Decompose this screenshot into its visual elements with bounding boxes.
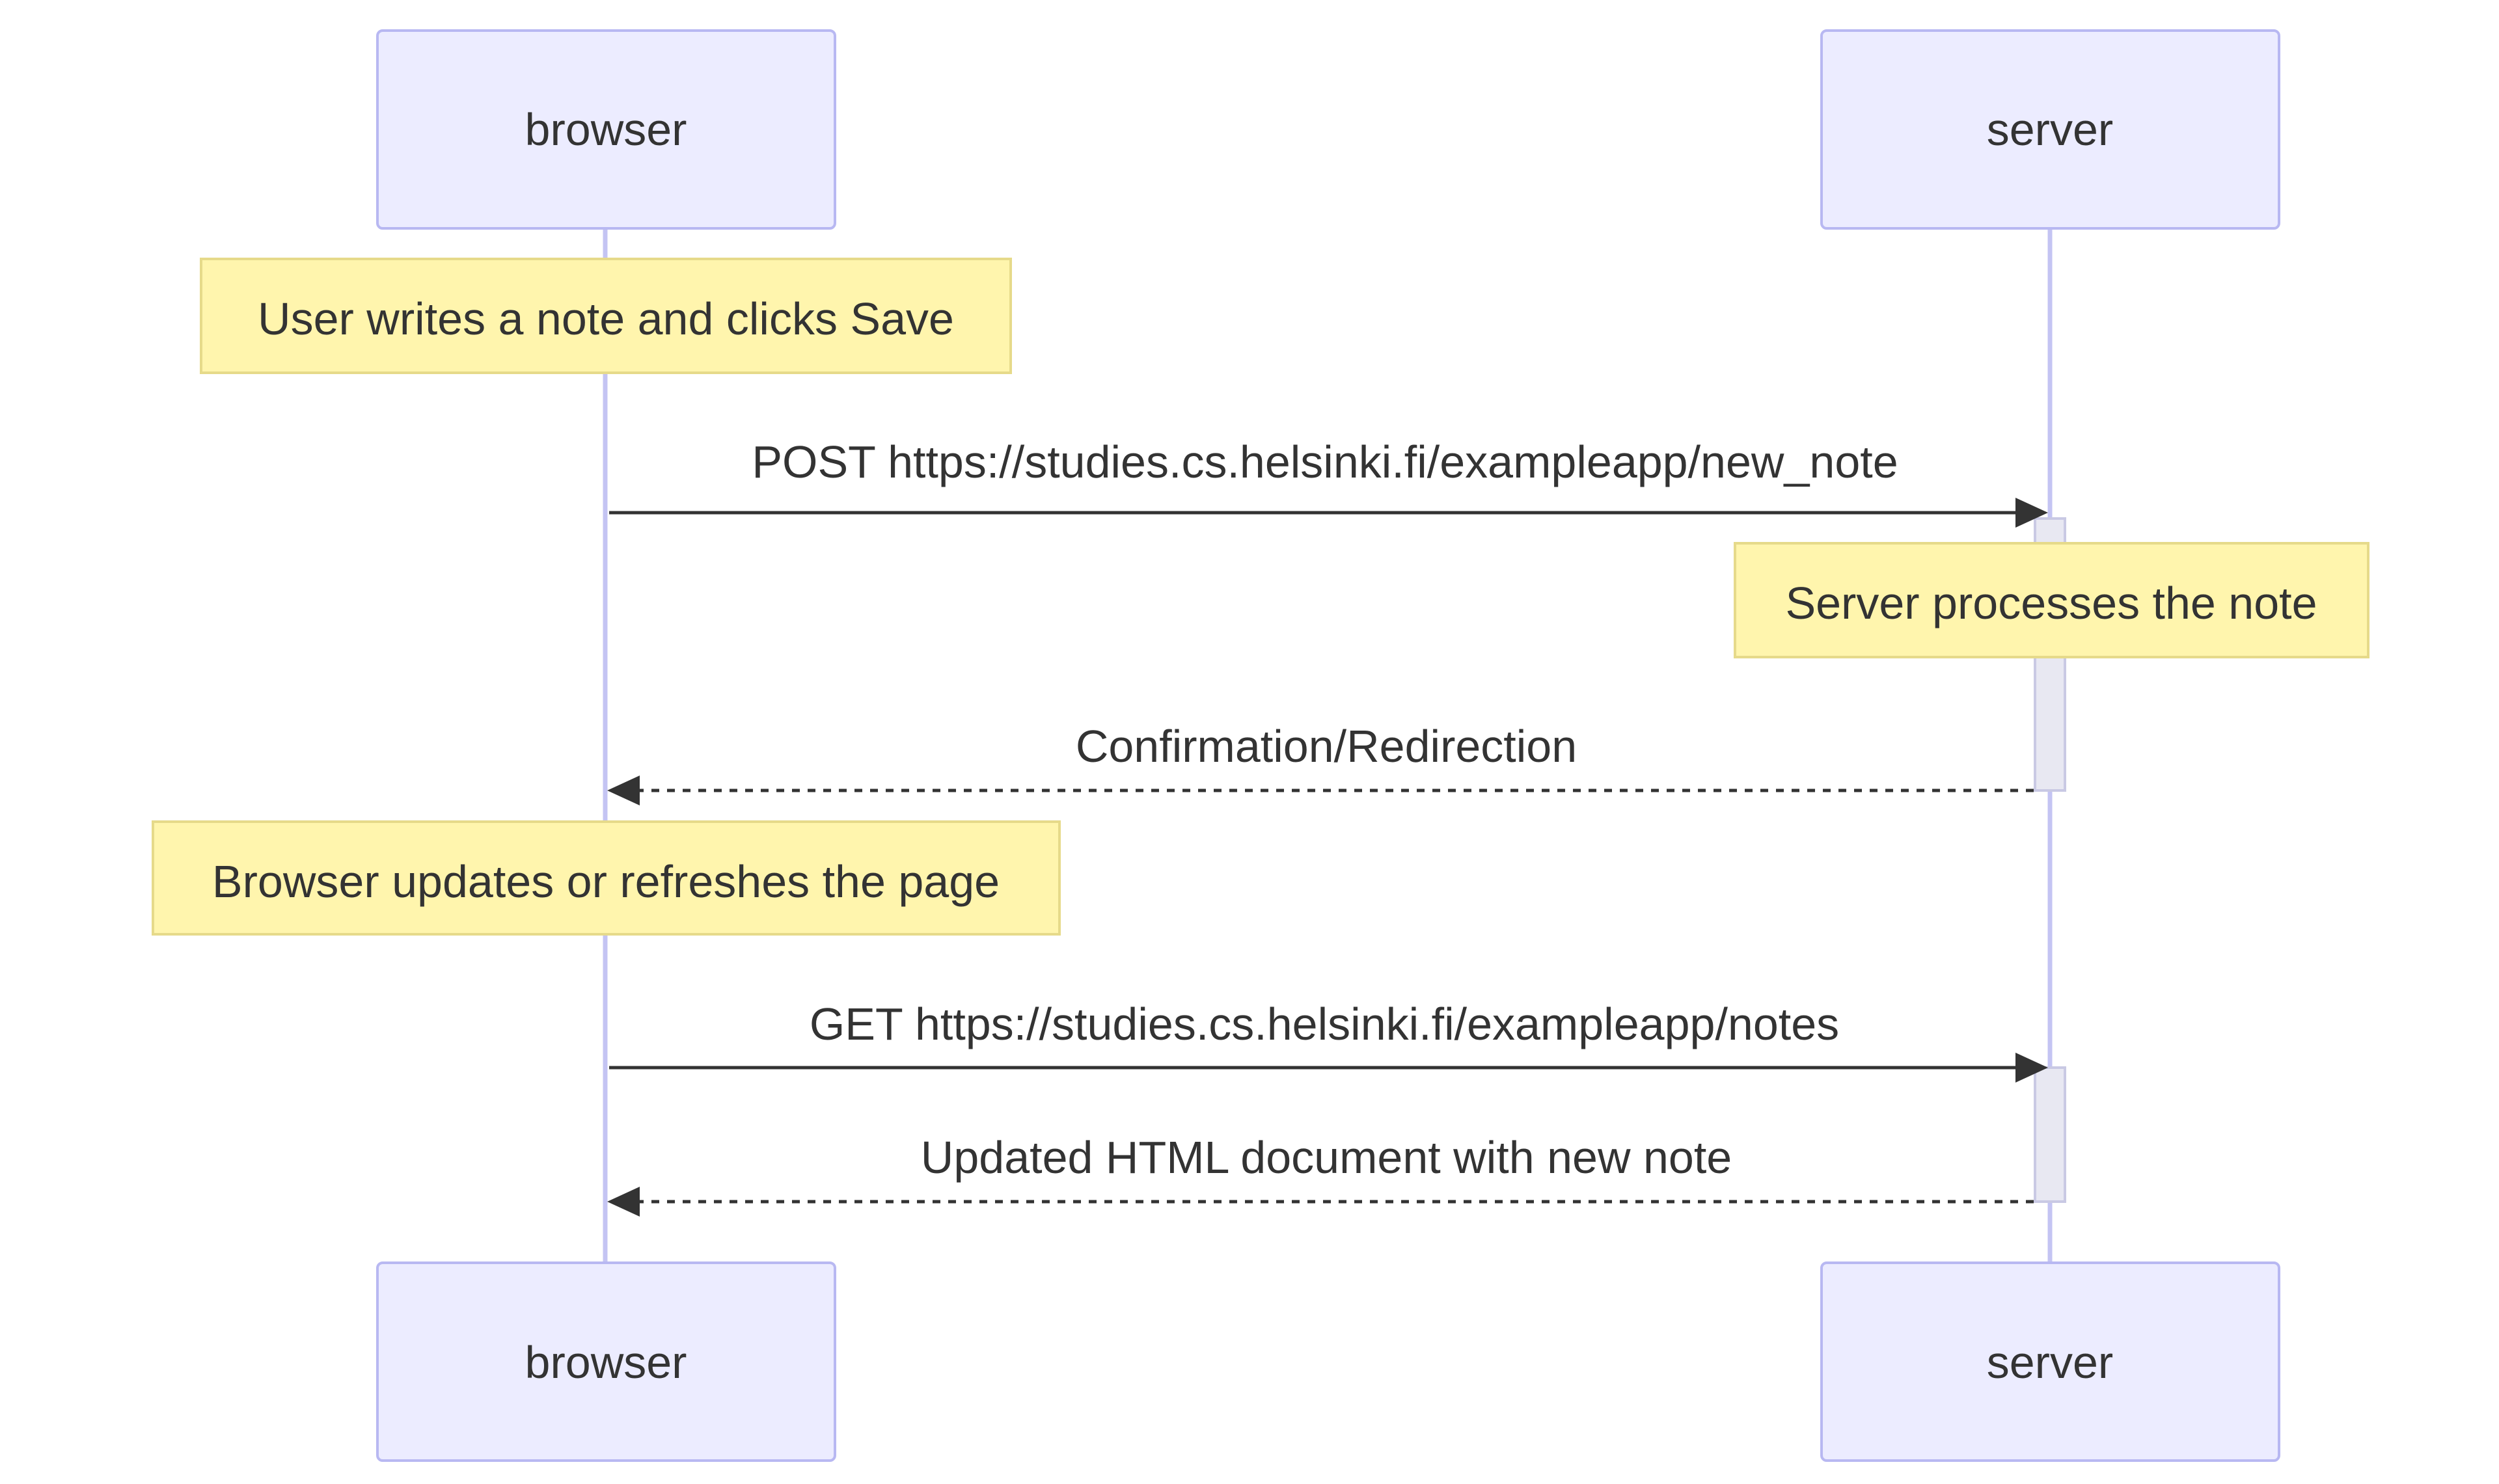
note-browser-updates: Browser updates or refreshes the page <box>152 820 1061 936</box>
message-label: Confirmation/Redirection <box>1076 721 1577 772</box>
message-get-notes: GET https://studies.cs.helsinki.fi/examp… <box>609 999 2048 1083</box>
message-confirmation: Confirmation/Redirection <box>607 721 2034 805</box>
participant-server-top: server <box>1820 29 2280 230</box>
participant-browser-bottom: browser <box>376 1261 836 1462</box>
note-text: User writes a note and clicks Save <box>258 293 954 344</box>
message-label: Updated HTML document with new note <box>921 1132 1732 1183</box>
participant-label: server <box>1987 104 2113 155</box>
note-server-processes: Server processes the note <box>1734 542 2369 658</box>
message-label: POST https://studies.cs.helsinki.fi/exam… <box>752 437 1898 487</box>
arrowhead-icon <box>2015 1053 2048 1083</box>
arrowhead-icon <box>607 1187 640 1217</box>
arrowhead-icon <box>2015 498 2048 528</box>
note-user-writes: User writes a note and clicks Save <box>200 258 1012 374</box>
arrowhead-icon <box>607 776 640 805</box>
participant-browser-top: browser <box>376 29 836 230</box>
participant-label: browser <box>525 104 687 155</box>
note-text: Browser updates or refreshes the page <box>212 856 1000 907</box>
message-label: GET https://studies.cs.helsinki.fi/examp… <box>810 999 1839 1049</box>
participant-label: server <box>1987 1337 2113 1388</box>
participant-server-bottom: server <box>1820 1261 2280 1462</box>
message-post-new-note: POST https://studies.cs.helsinki.fi/exam… <box>609 437 2048 528</box>
message-updated-html: Updated HTML document with new note <box>607 1132 2034 1217</box>
participant-label: browser <box>525 1337 687 1388</box>
server-activation-bar <box>2034 1066 2066 1203</box>
note-text: Server processes the note <box>1785 578 2317 628</box>
